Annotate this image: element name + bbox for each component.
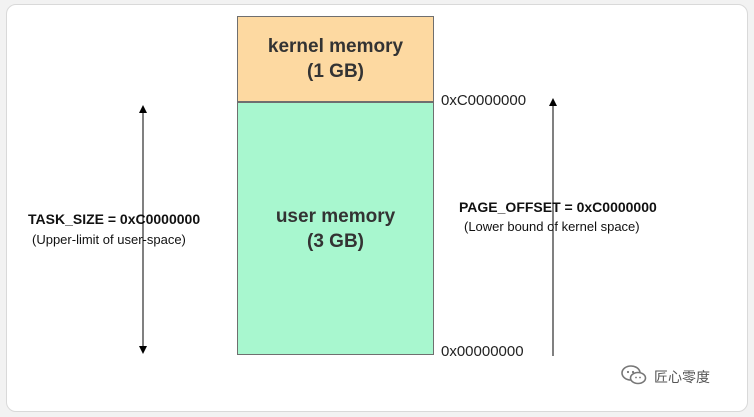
watermark: 匠心零度: [620, 364, 710, 390]
page-offset-label: PAGE_OFFSET = 0xC0000000: [459, 199, 657, 215]
user-memory-label: user memory: [275, 205, 396, 227]
user-memory-size: (3 GB): [307, 230, 364, 252]
user-memory-block: user memory (3 GB): [237, 102, 434, 355]
address-top: 0xC0000000: [441, 92, 527, 109]
wechat-icon: [620, 364, 648, 391]
task-size-label: TASK_SIZE = 0xC0000000: [28, 211, 201, 227]
watermark-text: 匠心零度: [654, 369, 710, 385]
kernel-memory-block: kernel memory (1 GB): [237, 16, 434, 102]
page-offset-description: (Lower bound of kernel space): [464, 219, 640, 234]
address-bottom: 0x00000000: [441, 343, 524, 360]
kernel-memory-label: kernel memory: [267, 36, 404, 57]
task-size-description: (Upper-limit of user-space): [32, 232, 186, 247]
kernel-memory-size: (1 GB): [307, 61, 364, 82]
